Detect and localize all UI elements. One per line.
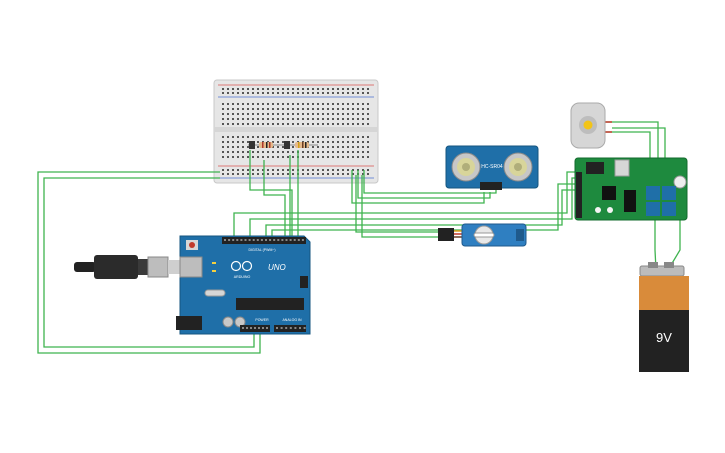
usb-cable-icon [147,256,169,278]
power-header-label: POWER [255,318,269,322]
driver-pin-header-left [576,172,582,218]
servo-connector [438,228,454,241]
driver-terminal-1 [646,186,660,200]
digital-header-label: DIGITAL (PWM~) [248,248,275,252]
driver-terminal-3 [646,202,660,216]
wire-arduino-to-driver-4 [271,183,578,236]
arduino-model-label: UNO [268,263,286,272]
sensor-pin-header [480,182,502,190]
driver-terminal-2 [662,186,676,200]
driver-header-top [586,162,604,174]
wire-bb-to-sensor-3 [363,170,497,194]
driver-capacitor [673,175,687,189]
driver-ic-2 [624,190,636,212]
wire-arduino-to-driver-1 [233,171,578,236]
component-chip-1 [249,141,255,149]
reset-button[interactable] [189,242,195,248]
icsp-header [300,276,308,288]
atmega-chip [236,298,304,310]
driver-terminal-4 [662,202,676,216]
svg-text:ARDUINO: ARDUINO [234,275,251,279]
arduino-digital-header [222,237,306,244]
dc-motor[interactable] [570,102,606,149]
wire-gnd-loop-inner [43,177,255,348]
arduino-uno-board[interactable]: DIGITAL (PWM~) ARDUINO UNO POWER ANALOG … [176,235,311,335]
motor-driver-board[interactable] [574,157,688,221]
battery-label: 9V [656,330,672,345]
wire-motor-3 [612,127,666,160]
wire-bb-to-sensor-2 [357,170,491,199]
arduino-usb-port [179,256,203,278]
wire-gnd-loop-outer [37,171,261,354]
battery-9v[interactable]: 9V [639,262,689,372]
wire-arduino-to-driver-2 [249,177,578,236]
dc-motor-icon [583,120,593,130]
servo-motor[interactable] [438,223,527,247]
wire-motor-1 [605,121,659,160]
wire-motor-2 [605,131,651,160]
resistor-2 [285,142,318,148]
breadboard[interactable] [213,79,379,184]
driver-usb-port [614,159,630,177]
analog-header-label: ANALOG IN [282,318,302,322]
ultrasonic-sensor[interactable]: HC-SR04 [445,145,539,190]
arduino-bottom-pins [242,327,306,329]
usb-cable [74,255,184,279]
wire-bb-to-pin-b [263,160,286,236]
sensor-model-label: HC-SR04 [481,164,503,170]
arduino-digital-pins [224,239,304,241]
wires [37,121,681,354]
component-chip-2 [284,141,290,149]
arduino-logo: ARDUINO [230,260,253,279]
wire-bb-to-servo-2 [361,175,440,238]
wire-arduino-to-driver-3 [265,189,578,236]
wire-bb-to-servo-1 [355,175,440,233]
driver-ic-1 [602,186,616,200]
dc-jack-icon [176,316,202,330]
